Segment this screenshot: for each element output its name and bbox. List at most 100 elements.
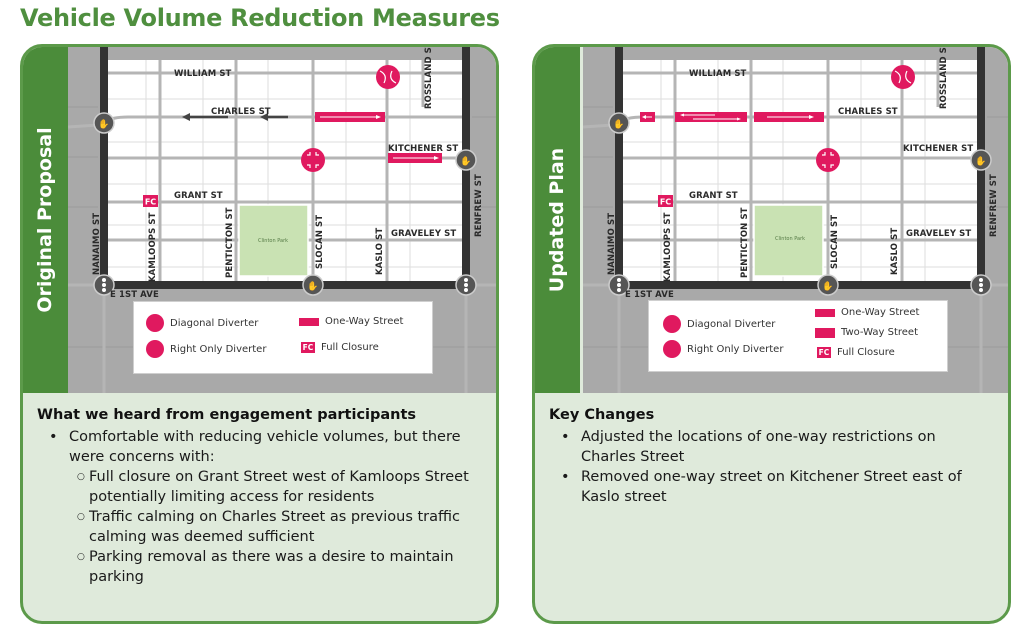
svg-text:✋: ✋: [98, 118, 109, 130]
list-item: Traffic calming on Charles Street as pre…: [37, 507, 482, 547]
map-canvas: FC ✋ ✋ ✋: [583, 47, 1008, 393]
legend-label: Two-Way Street: [841, 327, 918, 338]
engagement-feedback-section: What we heard from engagement participan…: [23, 393, 496, 621]
street-label-penticton: PENTICTON ST: [225, 207, 235, 278]
map: FC ✋ ✋ ✋: [68, 47, 496, 393]
section-heading: What we heard from engagement participan…: [37, 407, 417, 423]
street-label-renfrew: RENFREW ST: [989, 174, 999, 237]
legend-label: Diagonal Diverter: [170, 317, 259, 329]
street-label-nanaimo: NANAIMO ST: [607, 212, 617, 275]
two-way-street-icon: [815, 327, 835, 338]
street-label-kaslo: KASLO ST: [375, 227, 385, 275]
traffic-signal-icon: [608, 274, 630, 296]
map-legend: Diagonal Diverter Right Only Diverter On…: [648, 300, 948, 372]
legend-label: Right Only Diverter: [170, 343, 267, 355]
legend-item: Right Only Diverter: [146, 340, 266, 358]
street-label-william: WILLIAM ST: [689, 69, 747, 79]
list-item: Comfortable with reducing vehicle volume…: [37, 427, 482, 467]
one-way-street-charles-west: [640, 112, 655, 122]
updated-plan-panel: Updated Plan: [532, 44, 1011, 624]
full-closure-icon: FC: [658, 195, 673, 207]
map-legend: Diagonal Diverter Right Only Diverter On…: [133, 301, 433, 374]
diagonal-diverter-icon: [891, 65, 915, 89]
full-closure-icon: FC: [817, 347, 831, 358]
one-way-street-charles: [315, 112, 385, 122]
panel-label-strip: Original Proposal: [23, 47, 68, 393]
legend-item: One-Way Street: [815, 307, 919, 318]
pedestrian-signal-icon: ✋: [817, 274, 839, 296]
svg-text:FC: FC: [145, 198, 156, 207]
one-way-street-icon: [815, 308, 835, 317]
section-heading: Key Changes: [549, 407, 655, 423]
street-label-rossland: ROSSLAND ST: [424, 47, 434, 109]
pedestrian-signal-icon: ✋: [93, 112, 115, 134]
street-label-grant: GRANT ST: [689, 191, 738, 201]
panel-label-strip: Updated Plan: [535, 47, 580, 393]
legend-item: Diagonal Diverter: [146, 314, 258, 332]
svg-text:✋: ✋: [822, 280, 833, 292]
clinton-park: [238, 204, 309, 277]
street-label-e1st: E 1ST AVE: [625, 290, 674, 300]
legend-label: Full Closure: [837, 347, 895, 358]
park-label: Clinton Park: [258, 238, 289, 244]
street-label-e1st: E 1ST AVE: [110, 290, 159, 300]
right-only-diverter-icon: [816, 148, 840, 172]
street-label-william: WILLIAM ST: [174, 69, 232, 79]
legend-label: One-Way Street: [841, 307, 920, 318]
parcel-lines: [104, 60, 466, 285]
parcel-lines: [619, 60, 981, 285]
traffic-calming-arrows: [182, 113, 288, 121]
right-only-diverter-icon: [663, 340, 681, 358]
diagonal-diverter-icon: [146, 314, 164, 332]
page-title: Vehicle Volume Reduction Measures: [20, 4, 500, 32]
pedestrian-signal-icon: ✋: [608, 112, 630, 134]
legend-item: Diagonal Diverter: [663, 315, 775, 333]
panel-label: Original Proposal: [34, 127, 56, 313]
full-closure-icon: FC: [143, 195, 158, 207]
diagonal-diverter-icon: [376, 65, 400, 89]
street-label-charles: CHARLES ST: [211, 107, 271, 117]
svg-text:✋: ✋: [460, 155, 471, 167]
svg-text:FC: FC: [660, 198, 671, 207]
clinton-park: [753, 204, 824, 277]
pedestrian-signal-icon: ✋: [970, 149, 992, 171]
two-way-street-charles: [675, 112, 747, 122]
traffic-signal-icon: [93, 274, 115, 296]
legend-item: Right Only Diverter: [663, 340, 783, 358]
list-item: Removed one-way street on Kitchener Stre…: [549, 467, 994, 507]
one-way-street-icon: [299, 317, 319, 326]
legend-label: Right Only Diverter: [687, 343, 784, 355]
key-changes-list: Adjusted the locations of one-way restri…: [549, 427, 994, 507]
legend-item: One-Way Street: [299, 316, 403, 327]
right-only-diverter-icon: [146, 340, 164, 358]
street-label-renfrew: RENFREW ST: [474, 174, 484, 237]
street-label-slocan: SLOCAN ST: [315, 214, 325, 269]
svg-text:✋: ✋: [613, 118, 624, 130]
street-label-kamloops: KAMLOOPS ST: [148, 212, 158, 282]
street-label-nanaimo: NANAIMO ST: [92, 212, 102, 275]
pedestrian-signal-icon: ✋: [302, 274, 324, 296]
map-canvas: FC ✋ ✋ ✋: [68, 47, 496, 393]
svg-text:✋: ✋: [975, 155, 986, 167]
street-label-grant: GRANT ST: [174, 191, 223, 201]
map: FC ✋ ✋ ✋ WILLIAM ST CHA: [583, 47, 1008, 393]
street-label-rossland: ROSSLAND ST: [939, 47, 949, 109]
legend-item: FC Full Closure: [817, 347, 895, 358]
svg-text:✋: ✋: [307, 280, 318, 292]
legend-item: FC Full Closure: [301, 342, 379, 353]
legend-label: Full Closure: [321, 342, 379, 353]
panel-label: Updated Plan: [546, 147, 568, 293]
street-label-kitchener: KITCHENER ST: [388, 144, 459, 154]
diagonal-diverter-icon: [663, 315, 681, 333]
traffic-signal-icon: [970, 274, 992, 296]
feedback-list: Comfortable with reducing vehicle volume…: [37, 427, 482, 587]
list-item: Parking removal as there was a desire to…: [37, 547, 482, 587]
pedestrian-signal-icon: ✋: [455, 149, 477, 171]
list-item: Adjusted the locations of one-way restri…: [549, 427, 994, 467]
legend-label: One-Way Street: [325, 316, 404, 327]
legend-label: Diagonal Diverter: [687, 318, 776, 330]
one-way-street-charles-east: [754, 112, 824, 122]
street-label-graveley: GRAVELEY ST: [906, 229, 972, 239]
street-label-kaslo: KASLO ST: [890, 227, 900, 275]
list-item: Full closure on Grant Street west of Kam…: [37, 467, 482, 507]
